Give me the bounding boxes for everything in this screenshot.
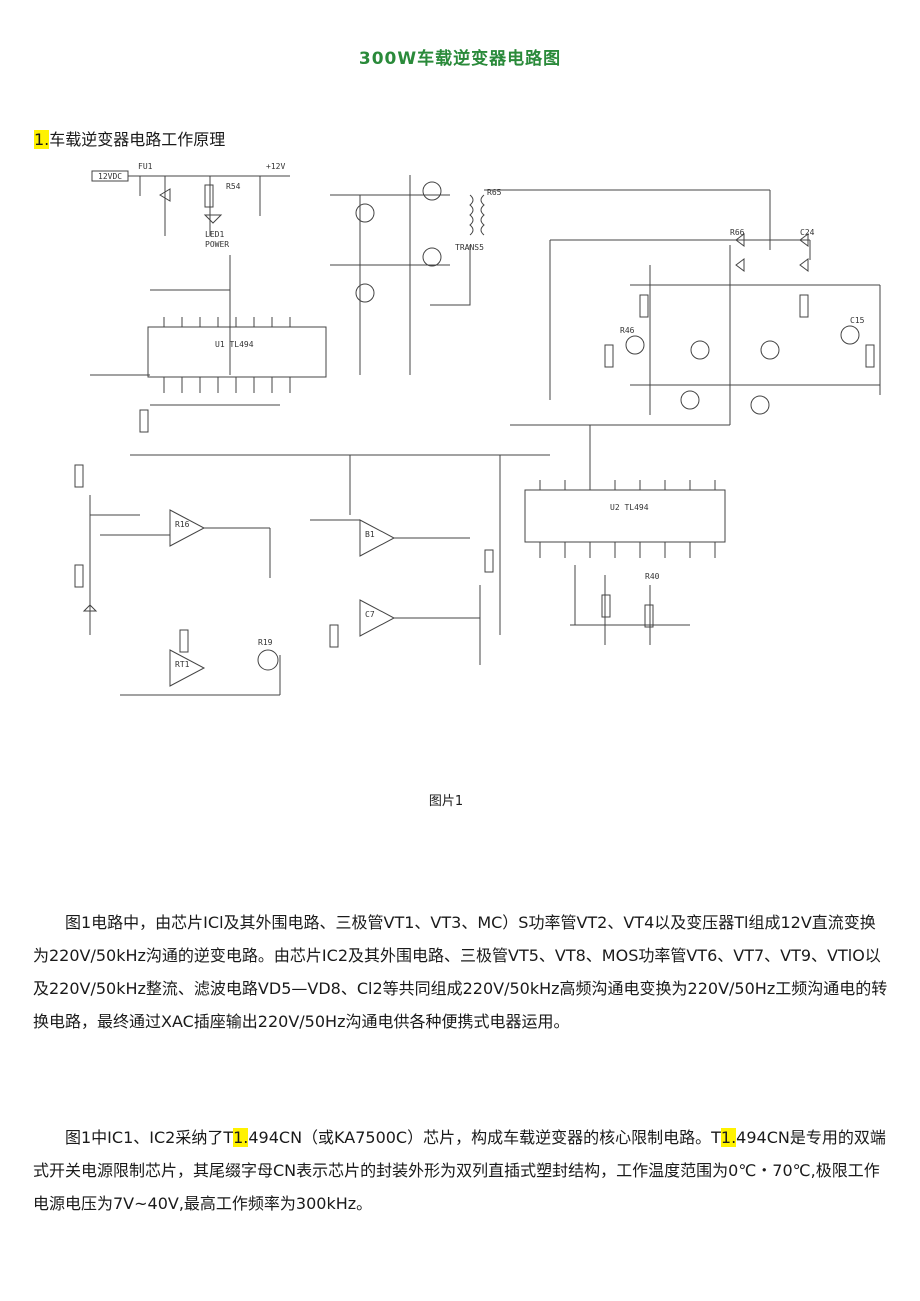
transistor-q18-label: R46 <box>620 326 635 335</box>
paragraph-2-text-b: 494CN（或KA7500C）芯片，构成车载逆变器的核心限制电路。T <box>248 1128 721 1147</box>
diode-d17-label: C24 <box>800 228 815 237</box>
figure-caption: 图片1 <box>428 794 464 809</box>
schematic-label-power: POWER <box>205 240 229 249</box>
mosfet-q22-label: C15 <box>850 316 865 325</box>
section-text: 车载逆变器电路工作原理 <box>49 130 226 149</box>
schematic-label-input: 12VDC <box>98 172 122 181</box>
schematic-label-led1: LED1 <box>205 230 224 239</box>
paragraph-2-text-c: 494CN是专用的双端式开关电源限制芯片，其尾缀字母CN表示芯片的封装外形为双列… <box>33 1128 886 1213</box>
paragraph-2-highlight-b: 1. <box>720 1128 737 1147</box>
paragraph-2-text-a: 图1中IC1、IC2采纳了T <box>65 1128 234 1147</box>
diode-d18-label: R66 <box>730 228 745 237</box>
opamp-u3b-label: R16 <box>175 520 190 529</box>
ic1-label: U1 TL494 <box>215 340 254 349</box>
schematic-label-vcc: +12V <box>266 162 285 171</box>
paragraph-2-highlight-a: 1. <box>233 1128 249 1147</box>
pot-vr1-label: R40 <box>645 572 660 581</box>
section-heading: 1.车载逆变器电路工作原理 <box>34 126 225 150</box>
ic2-label: U2 TL494 <box>610 503 649 512</box>
paragraph-1: 图1电路中，由芯片ICl及其外围电路、三极管VT1、VT3、MC）S功率管VT2… <box>33 913 888 1031</box>
section-number: 1. <box>34 130 50 149</box>
paragraph-2: 图1中IC1、IC2采纳了T1.494CN（或KA7500C）芯片，构成车载逆变… <box>33 1121 888 1220</box>
page-title: 300W车载逆变器电路图 <box>358 49 562 69</box>
schematic-label-fuse: FU1 <box>138 162 153 171</box>
opamp-u2d-label: B1 <box>365 530 375 539</box>
opamp-u3a-label: RT1 <box>175 660 190 669</box>
opamp-u2c-label: C7 <box>365 610 375 619</box>
transformer-t1-label: R65 <box>487 188 502 197</box>
transformer-trans5-label: TRANS5 <box>455 243 484 252</box>
schematic-label-r54: R54 <box>226 182 241 191</box>
buzzer-b1-label: R19 <box>258 638 273 647</box>
circuit-schematic: 12VDC FU1 R54 +12V LED1 POWER U1 TL494 U… <box>74 162 881 696</box>
